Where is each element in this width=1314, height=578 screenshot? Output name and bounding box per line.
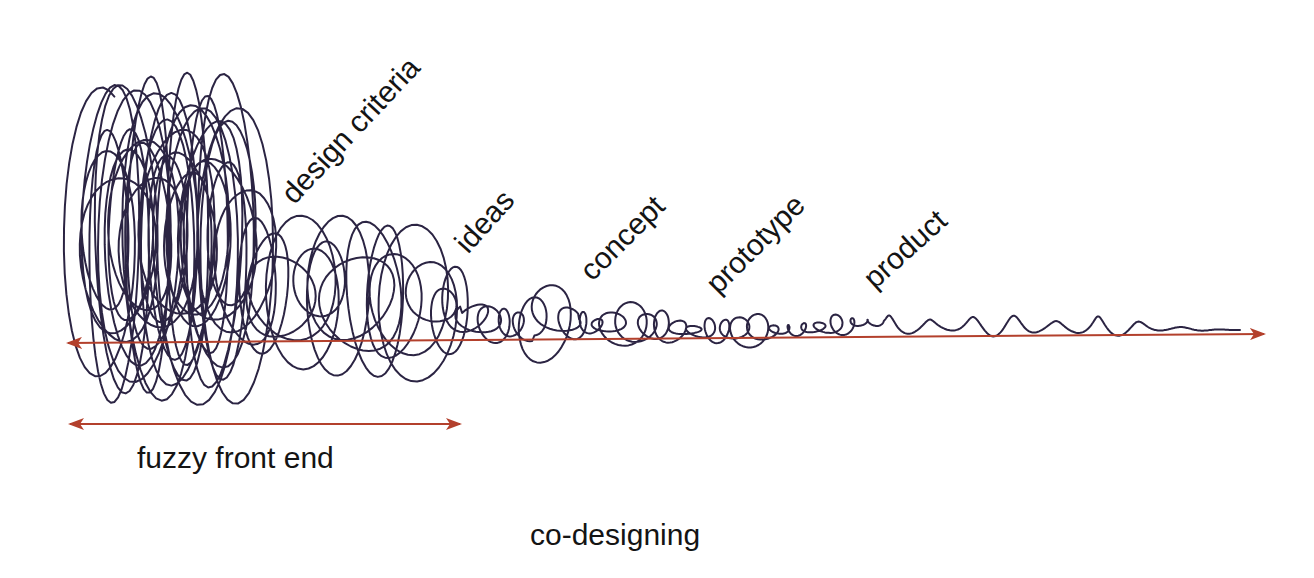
span-arrow: [70, 423, 460, 425]
span-label: fuzzy front end: [137, 440, 334, 476]
timeline-arrow: [68, 334, 1264, 343]
stage-label: prototype: [699, 187, 813, 301]
stage-label: design criteria: [274, 50, 428, 211]
stage-label: ideas: [447, 183, 522, 260]
caption-label: co-designing: [530, 517, 700, 553]
process-squiggle: [64, 73, 1240, 405]
stage-label: product: [856, 202, 954, 296]
stage-label: concept: [573, 188, 673, 288]
